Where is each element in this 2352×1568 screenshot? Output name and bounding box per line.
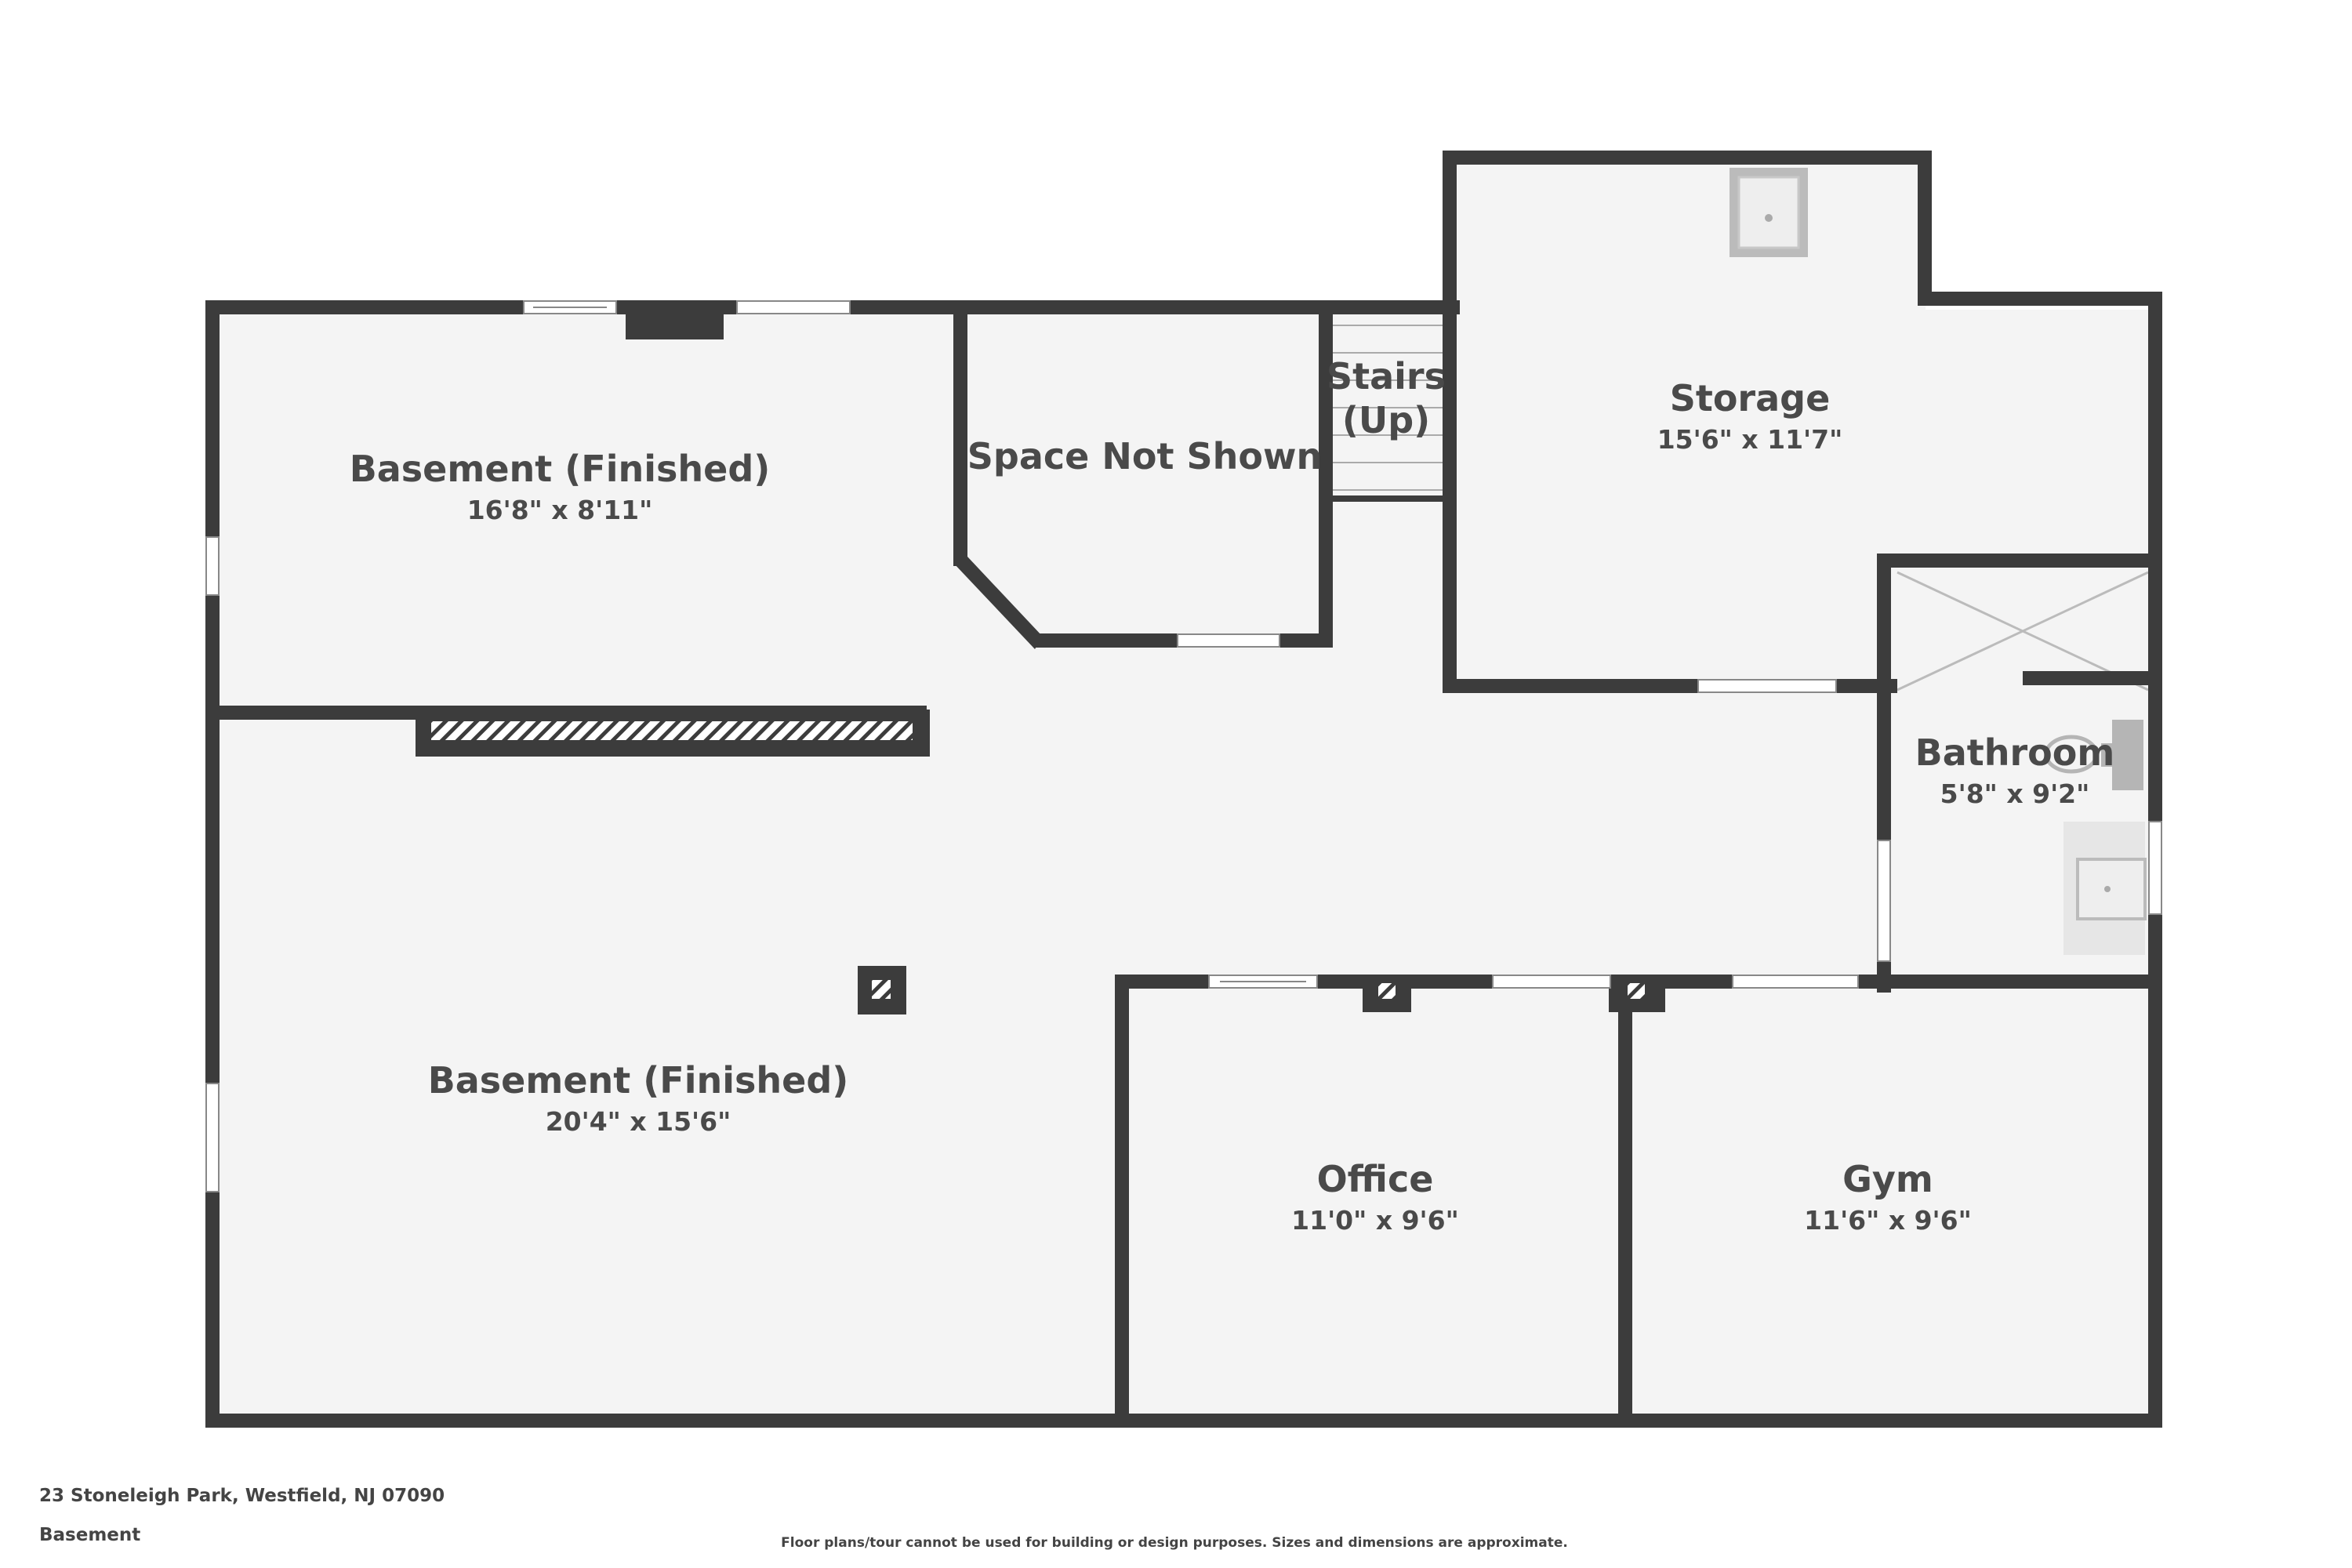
property-address: 23 Stoneleigh Park, Westfield, NJ 07090 xyxy=(39,1486,445,1506)
windows xyxy=(205,300,2162,1192)
room-dimensions: 15'6" x 11'7" xyxy=(1657,424,1843,455)
room-bathroom: Bathroom 5'8" x 9'2" xyxy=(1915,731,2115,809)
room-basement-upper: Basement (Finished) 16'8" x 8'11" xyxy=(350,448,771,525)
utility-sink xyxy=(1730,168,1808,257)
room-name: Gym xyxy=(1842,1158,1933,1200)
shower-x xyxy=(1896,571,2149,691)
room-stairs: Stairs (Up) xyxy=(1327,355,1446,441)
beam-hatch xyxy=(431,721,913,740)
floor-level-label: Basement xyxy=(39,1525,141,1545)
room-name: Storage xyxy=(1670,377,1831,419)
room-dimensions: 5'8" x 9'2" xyxy=(1940,779,2090,809)
room-dimensions: 16'8" x 8'11" xyxy=(467,495,653,525)
room-basement-lower: Basement (Finished) 20'4" x 15'6" xyxy=(428,1059,849,1137)
room-dimensions: 11'6" x 9'6" xyxy=(1804,1205,1972,1236)
disclaimer-text: Floor plans/tour cannot be used for buil… xyxy=(781,1535,1568,1551)
room-dimensions: 20'4" x 15'6" xyxy=(546,1106,731,1137)
room-gym: Gym 11'6" x 9'6" xyxy=(1804,1158,1972,1236)
room-name: Bathroom xyxy=(1915,731,2115,774)
column-markers xyxy=(872,980,1645,999)
toilet-icon xyxy=(2044,720,2143,790)
bathroom-sink xyxy=(2063,822,2147,955)
room-name: Basement (Finished) xyxy=(350,448,771,490)
room-name: Space Not Shown xyxy=(967,435,1322,477)
stairs-label: Stairs xyxy=(1327,355,1446,397)
room-storage: Storage 15'6" x 11'7" xyxy=(1657,377,1843,455)
stairs-direction: (Up) xyxy=(1342,399,1430,441)
room-name: Basement (Finished) xyxy=(428,1059,849,1102)
room-dimensions: 11'0" x 9'6" xyxy=(1291,1205,1459,1236)
room-space-not-shown: Space Not Shown xyxy=(967,435,1322,477)
room-name: Office xyxy=(1317,1158,1434,1200)
room-office: Office 11'0" x 9'6" xyxy=(1291,1158,1459,1236)
stairs-treads xyxy=(1333,325,1449,491)
